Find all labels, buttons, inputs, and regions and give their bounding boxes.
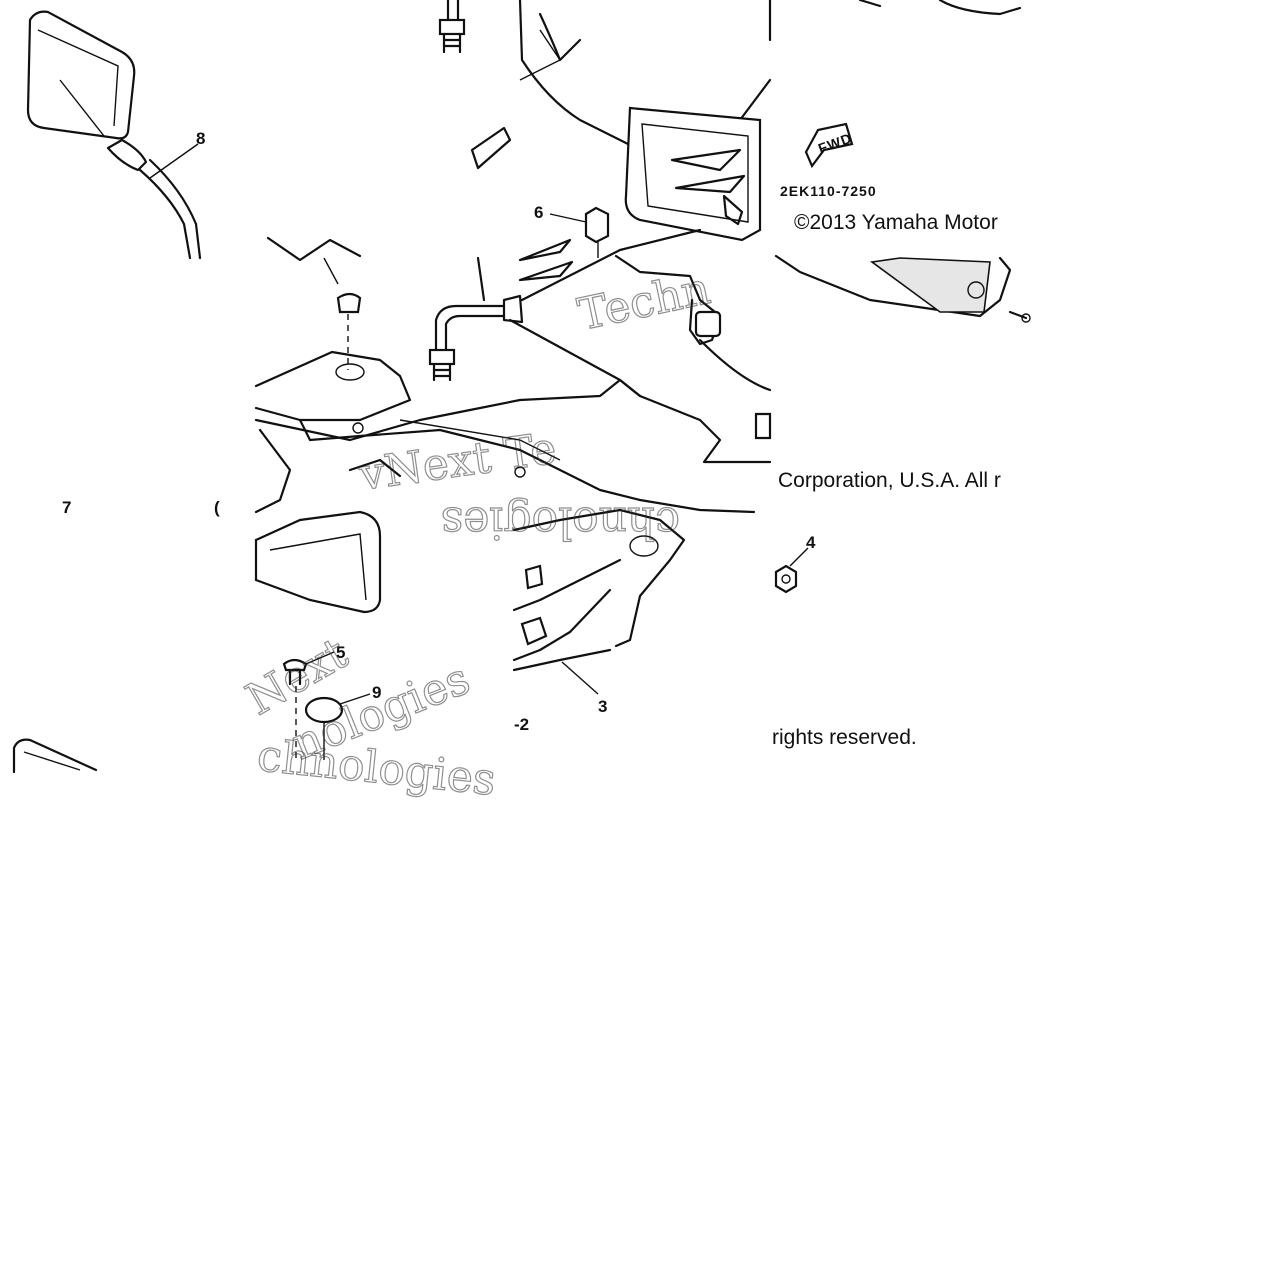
watermark-chnologies: chnologies [255,730,498,806]
callout-2: -2 [514,715,529,734]
mirror-lower-left [254,510,382,614]
callout-4: 4 [806,533,816,552]
fairing-right-lower [774,254,1031,323]
callout-9: 9 [372,683,381,702]
callout-bracket: ( [214,498,220,517]
mirror-bottom-left [12,738,98,774]
copyright-line-1: ©2013 Yamaha Motor [794,211,998,234]
callout-7: 7 [62,498,71,517]
fwd-arrow: FWD [804,122,854,169]
front-cowl [254,236,772,514]
callout-6: 6 [534,203,543,222]
bolt-top [438,0,512,170]
watermark-techn: Techn [574,263,715,341]
part-code: 2EK110-7250 [780,183,877,199]
screw-part-5: 5 [282,643,345,760]
label-plate-part-9: 9 [304,683,381,760]
bolt-middle [428,228,702,398]
clip-part-6: 6 [534,203,610,258]
callout-5: 5 [336,643,345,662]
mirror-top-left [26,10,202,260]
watermark-technologies-flipped: chnologies [441,497,680,548]
fairing-upper [518,0,1022,242]
bracket-right-middle [614,254,772,440]
copyright-line-2: Corporation, U.S.A. All r [778,469,1001,492]
under-cowl: 3 -2 [512,508,686,734]
screw-part-4: 4 [774,533,816,594]
copyright-line-3: rights reserved. [772,726,917,749]
callout-3: 3 [598,697,607,716]
callout-8: 8 [196,129,205,148]
